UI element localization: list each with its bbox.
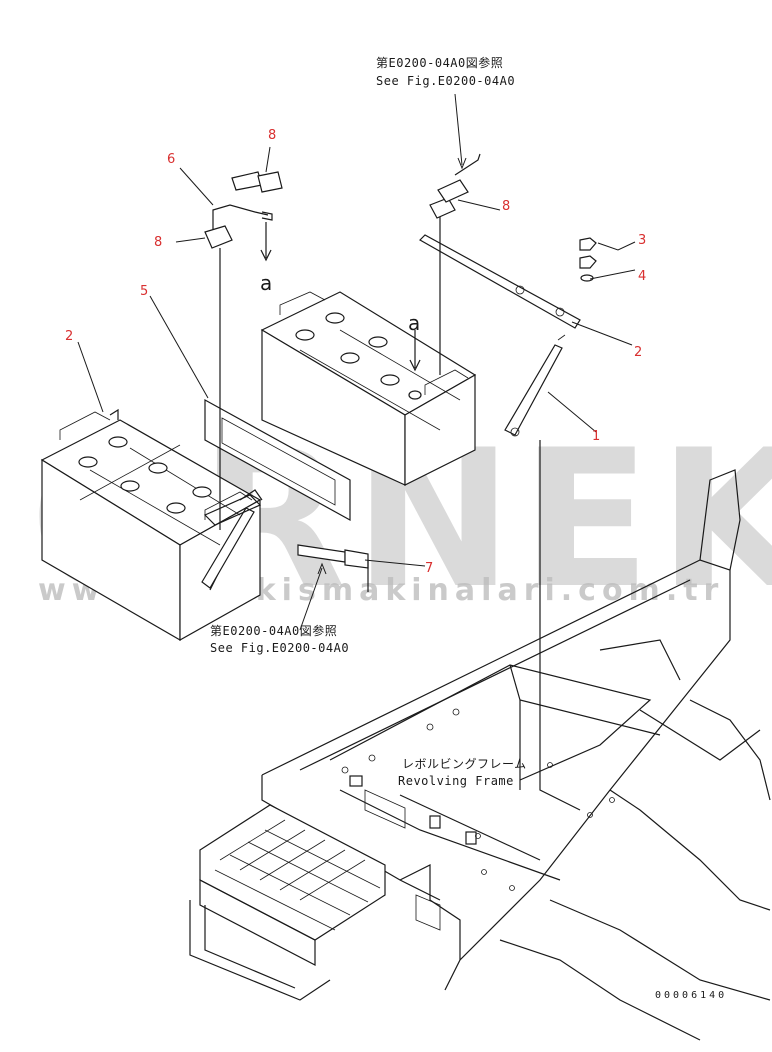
- cables: [201, 153, 581, 811]
- callout-8-left: 8: [154, 235, 162, 250]
- battery-plate: [204, 398, 351, 522]
- callout-7: 7: [425, 561, 433, 576]
- callout-5: 5: [140, 284, 148, 299]
- callout-8-right: 8: [502, 199, 510, 214]
- label-a-right: a: [408, 311, 420, 335]
- reference-top-en: See Fig.E0200-04A0: [376, 74, 515, 88]
- nut-washer-set: [579, 237, 597, 282]
- battery-bracket: [419, 234, 581, 437]
- battery-right: [260, 291, 477, 486]
- callout-8-top: 8: [268, 128, 276, 143]
- callout-2-left: 2: [65, 329, 73, 344]
- callout-numbers: 1 2 2 3 4 5 6 7 8 8 8: [65, 128, 646, 576]
- callout-3: 3: [638, 233, 646, 248]
- callout-2-right: 2: [634, 345, 642, 360]
- revolving-frame: [189, 469, 771, 1041]
- callout-6: 6: [167, 152, 175, 167]
- reference-bottom-en: See Fig.E0200-04A0: [210, 641, 349, 655]
- reference-top-jp: 第E0200-04A0図参照: [376, 55, 503, 70]
- frame-label-en: Revolving Frame: [398, 774, 514, 788]
- frame-label-jp: レボルビングフレーム: [402, 757, 527, 771]
- drawing-code: 00006140: [655, 990, 727, 1001]
- leader-lines: [77, 93, 636, 631]
- callout-1: 1: [592, 429, 600, 444]
- reference-bottom-jp: 第E0200-04A0図参照: [210, 623, 337, 638]
- callout-4: 4: [638, 269, 646, 284]
- label-a-left: a: [260, 271, 272, 295]
